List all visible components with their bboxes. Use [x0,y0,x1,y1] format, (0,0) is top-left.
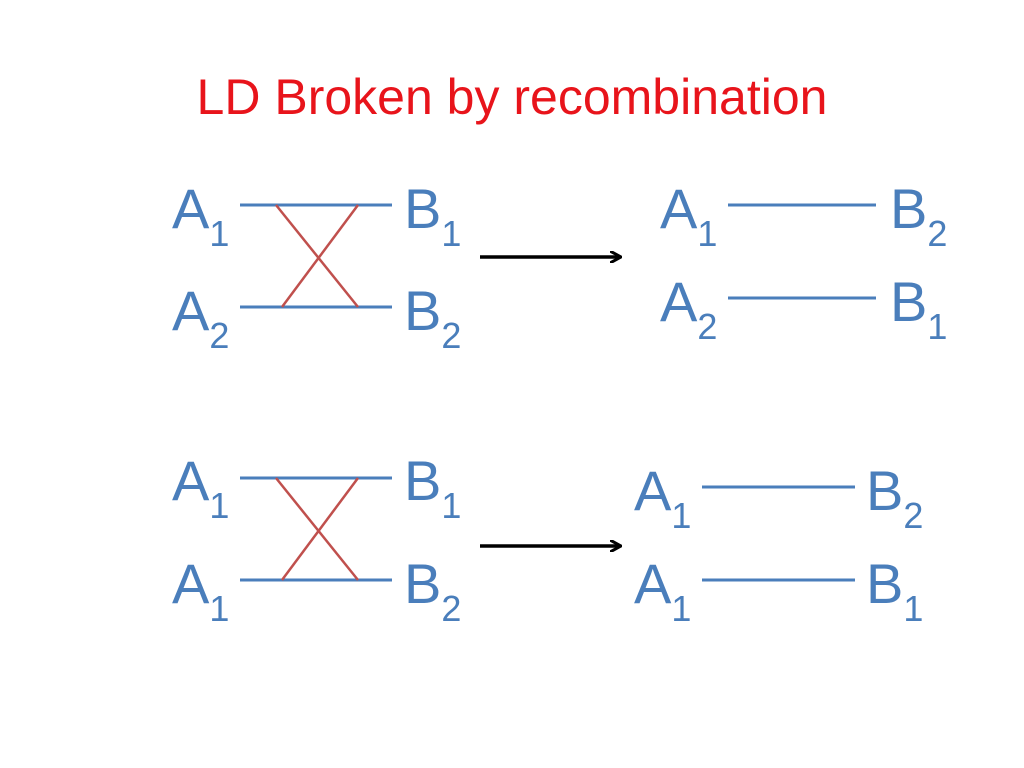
panel-1-before-bottom-left-allele: A2 [172,279,229,356]
panel-1-before-bottom-right-allele: B2 [404,279,461,356]
panel-1-before-top-right-allele: B1 [404,177,461,254]
panel-1-after-bottom-right-allele: B1 [890,270,947,347]
slide-title: LD Broken by recombination [196,69,828,125]
panel-1-before-top-left-allele: A1 [172,177,229,254]
panel-2-before-top-right-allele: B1 [404,449,461,526]
panel-2-crossover-line-a [275,477,359,581]
panel-2-after-top-right-allele: B2 [866,459,923,536]
panel-1-after-top-left-allele: A1 [660,177,717,254]
panel-1-crossover-line-a [275,204,359,308]
panel-1-crossover-line-b [280,204,360,308]
panel-1-after-bottom-left-allele: A2 [660,270,717,347]
panel-2-after-bottom-left-allele: A1 [634,552,691,629]
panel-2-before-bottom-left-allele: A1 [172,552,229,629]
panel-1-after-top-right-allele: B2 [890,177,947,254]
panel-2-before-top-left-allele: A1 [172,449,229,526]
panel-2-after-bottom-right-allele: B1 [866,552,923,629]
panel-2-after-top-left-allele: A1 [634,459,691,536]
panel-2-before-bottom-right-allele: B2 [404,552,461,629]
panel-2-crossover-line-b [280,477,360,581]
